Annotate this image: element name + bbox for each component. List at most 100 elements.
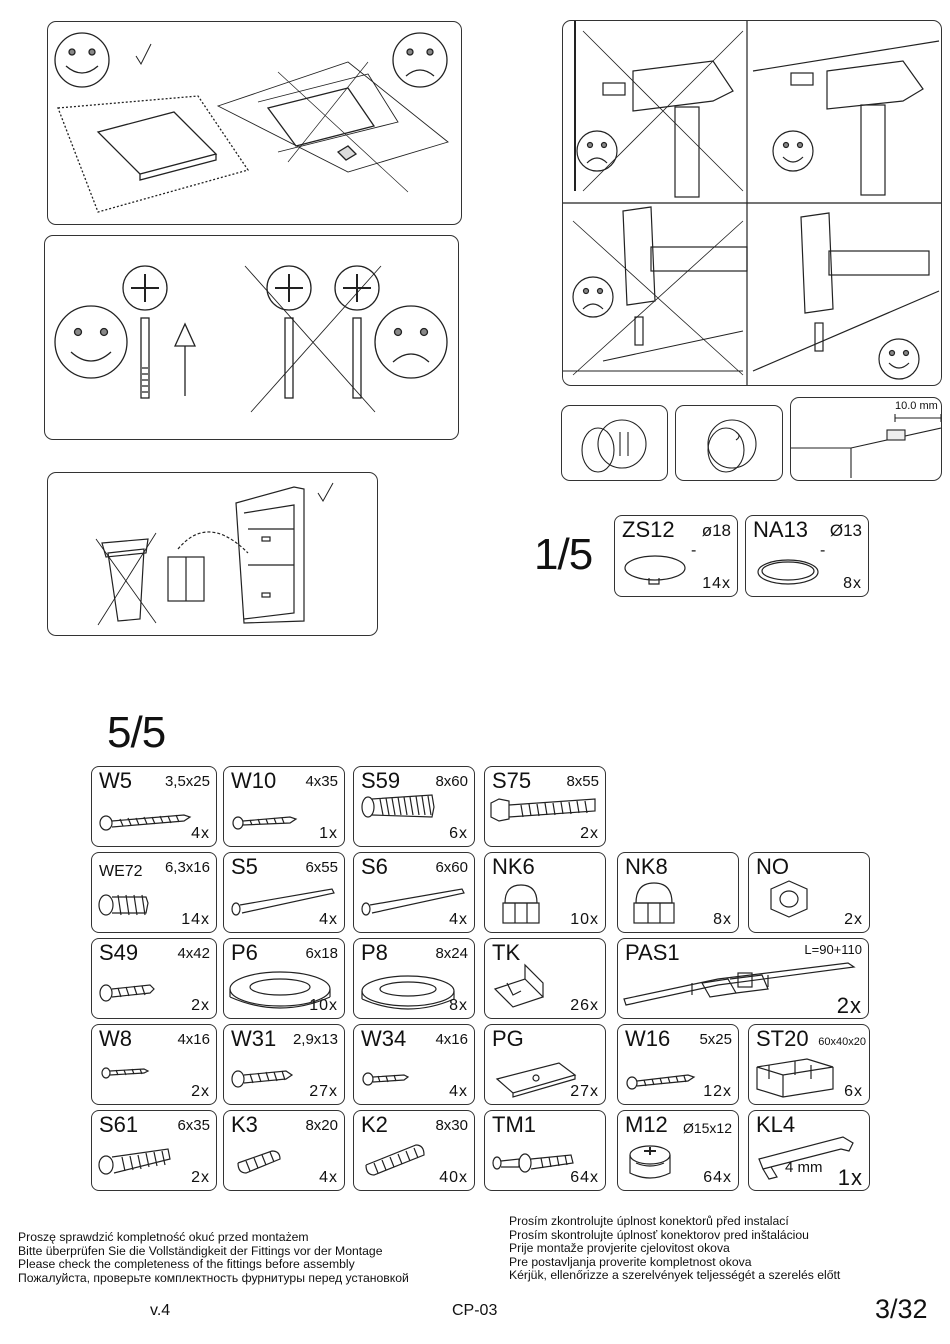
fitting-code: W31 bbox=[231, 1026, 277, 1051]
fitting-quantity: 4x bbox=[449, 911, 468, 928]
fitting-code: PG bbox=[492, 1026, 524, 1051]
depth-illustration bbox=[791, 414, 941, 478]
fitting-size: L=90+110 bbox=[804, 942, 862, 957]
fitting-card-nk6: NK6 10x bbox=[484, 852, 606, 933]
fitting-card-s6: S6 6x60 4x bbox=[353, 852, 475, 933]
fitting-quantity: 14x bbox=[181, 911, 210, 928]
note-line: Proszę sprawdzić kompletność okuć przed … bbox=[18, 1230, 309, 1244]
short-screw-icon bbox=[362, 1072, 410, 1086]
fitting-code: WE72 bbox=[99, 863, 143, 880]
fitting-quantity: 2x bbox=[836, 993, 862, 1018]
fitting-card-w5: W5 3,5x25 4x bbox=[91, 766, 217, 847]
hammer-dowel-illustration bbox=[563, 21, 941, 385]
drawer-runner-icon bbox=[623, 962, 856, 1006]
note-line: Prosím skontrolujte úplnosť konektorov p… bbox=[509, 1227, 809, 1242]
fitting-card-we72: WE72 6,3x16 14x bbox=[91, 852, 217, 933]
fitting-card-pas1: PAS1 L=90+110 2x bbox=[617, 938, 869, 1019]
fitting-size: 4x35 bbox=[305, 773, 338, 790]
note-line: Prosím zkontrolujte úplnost konektorů př… bbox=[509, 1214, 789, 1228]
fitting-size: Ø15x12 bbox=[682, 1120, 732, 1136]
fitting-size: 8x55 bbox=[566, 773, 599, 790]
fitting-size: 6x35 bbox=[177, 1117, 210, 1134]
euro-screw-icon bbox=[98, 894, 149, 916]
dowel-icon bbox=[365, 1144, 425, 1176]
check-notes-left: Proszę sprawdzić kompletność okuć przed … bbox=[18, 1230, 409, 1285]
fitting-code: S75 bbox=[492, 768, 532, 793]
keep-instructions-illustration bbox=[95, 482, 334, 626]
hammer-dowel-panel bbox=[562, 20, 942, 386]
cap-detail-panel-1 bbox=[561, 405, 668, 481]
cap-illustration-1 bbox=[581, 419, 647, 473]
page-number: 3/32 bbox=[875, 1294, 928, 1324]
cam-lock-icon bbox=[629, 1145, 671, 1179]
fitting-code: NK6 bbox=[492, 854, 535, 879]
keep-instructions-panel bbox=[47, 472, 378, 636]
fitting-quantity: 12x bbox=[703, 1083, 732, 1100]
allen-key-icon bbox=[758, 1136, 854, 1180]
fitting-card-s5: S5 6x55 4x bbox=[223, 852, 345, 933]
fitting-code: K2 bbox=[361, 1112, 388, 1137]
fitting-size: ø18 bbox=[701, 521, 731, 540]
wood-screw-icon bbox=[99, 814, 192, 831]
fitting-card-tm1: TM1 64x bbox=[484, 1110, 606, 1191]
short-screw-icon bbox=[101, 1067, 150, 1079]
fitting-size: 6x18 bbox=[305, 945, 338, 962]
fitting-card-p6: P6 6x18 10x bbox=[223, 938, 345, 1019]
fitting-quantity: 4x bbox=[449, 1083, 468, 1100]
screw-icon bbox=[626, 1074, 696, 1090]
group-label-1-5: 1/5 bbox=[534, 530, 593, 579]
dowel-icon bbox=[237, 1150, 281, 1174]
fitting-code: NO bbox=[756, 854, 789, 879]
cap-nut-icon bbox=[633, 882, 675, 924]
fitting-size: Ø13 bbox=[829, 521, 862, 540]
bolt-icon bbox=[490, 798, 596, 822]
cap-nut-icon bbox=[502, 884, 540, 924]
fitting-card-na13: NA13 Ø13 - 8x bbox=[745, 515, 869, 597]
fitting-code: P8 bbox=[361, 940, 388, 965]
fitting-card-kl4: KL4 4 mm 1x bbox=[748, 1110, 870, 1191]
fitting-card-w10: W10 4x35 1x bbox=[223, 766, 345, 847]
fitting-code: NA13 bbox=[753, 517, 809, 542]
fitting-quantity: 8x bbox=[843, 575, 862, 592]
fitting-code: ZS12 bbox=[622, 517, 675, 542]
group-label-5-5: 5/5 bbox=[107, 708, 166, 757]
depth-detail-panel: 10.0 mm bbox=[790, 397, 942, 481]
fitting-size: 5x25 bbox=[699, 1031, 732, 1048]
fitting-card-k2: K2 8x30 40x bbox=[353, 1110, 475, 1191]
fitting-card-s75: S75 8x55 2x bbox=[484, 766, 606, 847]
fitting-code: W5 bbox=[99, 768, 132, 793]
fitting-code: W10 bbox=[231, 768, 277, 793]
fitting-code: PAS1 bbox=[625, 940, 680, 965]
depth-ruler-label: 10.0 mm bbox=[895, 400, 938, 412]
note-line: Pre postavljanja proverite kompletnost o… bbox=[509, 1254, 752, 1269]
fitting-card-m12: M12 Ø15x12 64x bbox=[617, 1110, 739, 1191]
fitting-dash: - bbox=[820, 542, 826, 559]
fitting-card-s61: S61 6x35 2x bbox=[91, 1110, 217, 1191]
sticker-na13-icon bbox=[757, 559, 819, 585]
fitting-quantity: 27x bbox=[309, 1083, 338, 1100]
screw-icon bbox=[99, 984, 155, 1002]
fitting-quantity: 2x bbox=[580, 825, 599, 842]
fitting-card-s59: S59 8x60 6x bbox=[353, 766, 475, 847]
fitting-code: KL4 bbox=[756, 1112, 796, 1137]
confirmat-screw-icon bbox=[361, 794, 435, 818]
fitting-size: 4 mm bbox=[785, 1159, 823, 1176]
fitting-code: K3 bbox=[231, 1112, 258, 1137]
fitting-code: S61 bbox=[99, 1112, 139, 1137]
long-screw-icon bbox=[231, 888, 335, 916]
note-line: Пожалуйста, проверьте комплектность фурн… bbox=[18, 1270, 409, 1285]
fitting-quantity: 64x bbox=[703, 1169, 732, 1186]
fitting-quantity: 6x bbox=[844, 1083, 863, 1100]
fitting-code: NK8 bbox=[625, 854, 668, 879]
fitting-quantity: 1x bbox=[319, 825, 338, 842]
fitting-size: 6x60 bbox=[435, 859, 468, 876]
fitting-card-w31: W31 2,9x13 27x bbox=[223, 1024, 345, 1105]
note-line: Kérjük, ellenőrizze a szerelvények telje… bbox=[509, 1268, 841, 1283]
note-line: Prije montaže provjerite cjelovitost oko… bbox=[509, 1241, 730, 1256]
fitting-card-w16: W16 5x25 12x bbox=[617, 1024, 739, 1105]
fitting-card-nk8: NK8 8x bbox=[617, 852, 739, 933]
hex-nut-icon bbox=[770, 880, 808, 918]
fitting-code: W34 bbox=[361, 1026, 407, 1051]
cap-detail-panel-2 bbox=[675, 405, 783, 481]
fitting-quantity: 10x bbox=[309, 997, 338, 1014]
